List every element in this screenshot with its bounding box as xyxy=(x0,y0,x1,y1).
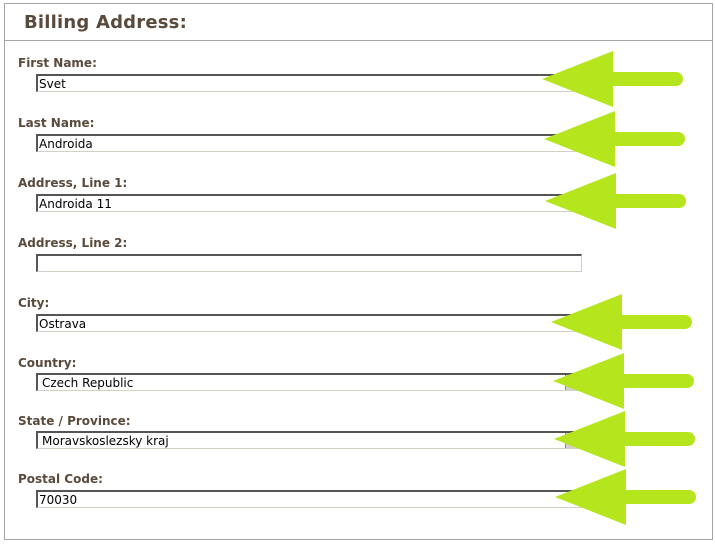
postal-code-input[interactable]: 70030 xyxy=(36,490,582,508)
last-name-label: Last Name: xyxy=(18,116,95,130)
last-name-input[interactable]: Androida xyxy=(36,134,582,152)
state-dropdown-button[interactable] xyxy=(565,433,581,448)
first-name-label: First Name: xyxy=(18,56,97,70)
section-title: Billing Address: xyxy=(24,12,187,33)
state-select[interactable]: Moravskoslezsky kraj xyxy=(36,431,582,449)
country-select-value: Czech Republic xyxy=(42,376,134,390)
address-line1-input[interactable]: Androida 11 xyxy=(36,194,582,212)
state-label: State / Province: xyxy=(18,414,131,428)
first-name-input[interactable]: Svet xyxy=(36,74,582,92)
city-input[interactable]: Ostrava xyxy=(36,314,582,332)
country-label: Country: xyxy=(18,356,77,370)
address-line1-label: Address, Line 1: xyxy=(18,176,128,190)
city-label: City: xyxy=(18,296,50,310)
state-select-value: Moravskoslezsky kraj xyxy=(42,434,169,448)
country-dropdown-button[interactable] xyxy=(565,375,581,390)
postal-code-label: Postal Code: xyxy=(18,472,103,486)
section-header: Billing Address: xyxy=(5,4,712,41)
address-line2-input[interactable] xyxy=(36,254,582,272)
billing-address-panel: Billing Address: First Name: Svet Last N… xyxy=(4,3,713,540)
country-select[interactable]: Czech Republic xyxy=(36,373,582,391)
address-line2-label: Address, Line 2: xyxy=(18,236,128,250)
